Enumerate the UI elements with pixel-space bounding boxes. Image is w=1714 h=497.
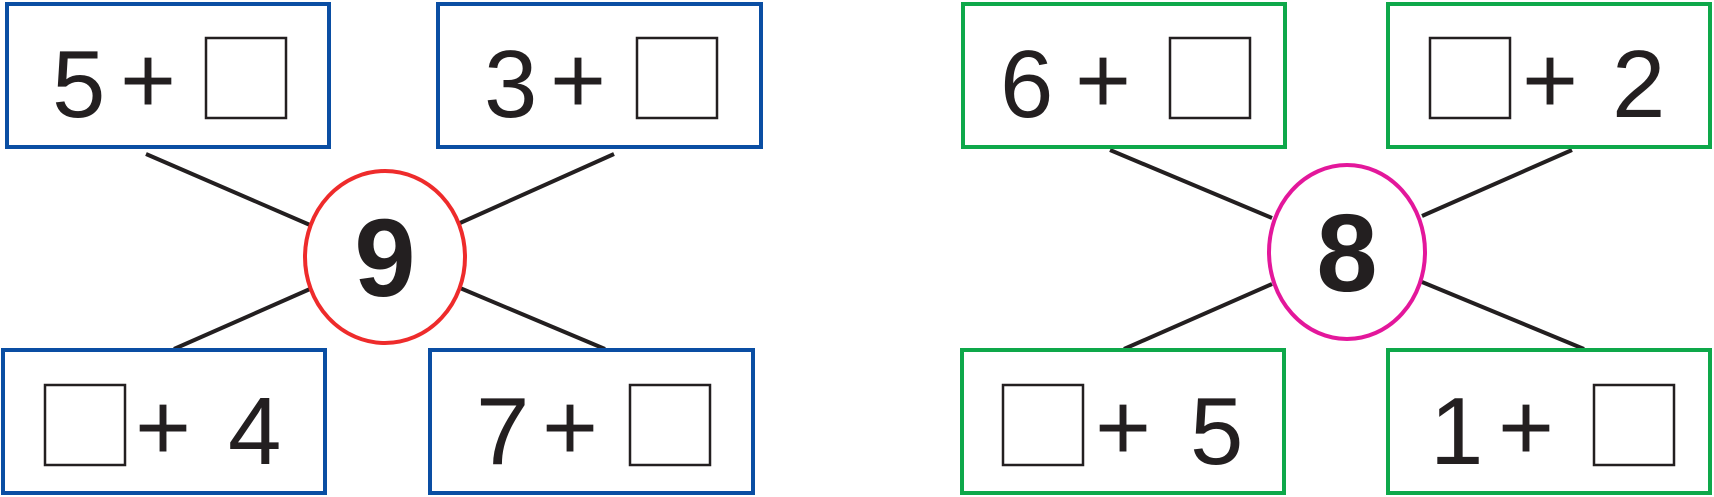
center-number: 8 <box>1316 192 1377 315</box>
answer-blank[interactable] <box>1168 36 1252 120</box>
plus-sign: + <box>1075 27 1131 134</box>
plus-sign: + <box>120 27 176 134</box>
connector-line <box>173 287 311 351</box>
addend-left: 1 <box>1430 378 1483 485</box>
answer-blank[interactable] <box>1428 36 1512 120</box>
plus-sign: + <box>542 374 598 481</box>
equation-box: 7 + <box>428 348 755 495</box>
equation-box: + 5 <box>960 348 1286 495</box>
connector-line <box>459 286 606 351</box>
plus-sign: + <box>1522 27 1578 134</box>
connector-line <box>1109 148 1273 220</box>
addend-left: 6 <box>1000 31 1053 138</box>
connector-line <box>145 152 311 227</box>
equation-box: + 4 <box>1 348 327 495</box>
connector-line <box>1421 148 1573 218</box>
plus-sign: + <box>550 27 606 134</box>
connector-line <box>459 152 615 225</box>
equation-box: + 2 <box>1386 2 1712 149</box>
addend-right: 5 <box>1190 378 1243 485</box>
answer-blank[interactable] <box>1001 383 1085 467</box>
answer-blank[interactable] <box>628 383 712 467</box>
diagram-left: 9 5 + 3 + + 4 7 + <box>1 2 763 495</box>
center-number: 9 <box>354 197 415 320</box>
center-circle <box>303 169 467 345</box>
connector-line <box>1123 282 1273 351</box>
plus-sign: + <box>135 374 191 481</box>
equation-box: 1 + <box>1386 348 1712 495</box>
equation-box: 6 + <box>961 2 1287 149</box>
answer-blank[interactable] <box>635 36 719 120</box>
answer-blank[interactable] <box>43 383 127 467</box>
addend-left: 7 <box>476 378 529 485</box>
addend-right: 2 <box>1612 31 1665 138</box>
addend-right: 4 <box>228 378 281 485</box>
equation-box: 5 + <box>5 2 331 149</box>
plus-sign: + <box>1498 374 1554 481</box>
connector-line <box>1421 280 1585 351</box>
plus-sign: + <box>1095 374 1151 481</box>
addend-left: 3 <box>484 31 537 138</box>
answer-blank[interactable] <box>1592 383 1676 467</box>
answer-blank[interactable] <box>204 36 288 120</box>
diagram-right: 8 6 + + 2 + 5 1 + <box>960 2 1712 495</box>
equation-box: 3 + <box>436 2 763 149</box>
center-circle <box>1267 163 1427 341</box>
addend-left: 5 <box>52 31 105 138</box>
